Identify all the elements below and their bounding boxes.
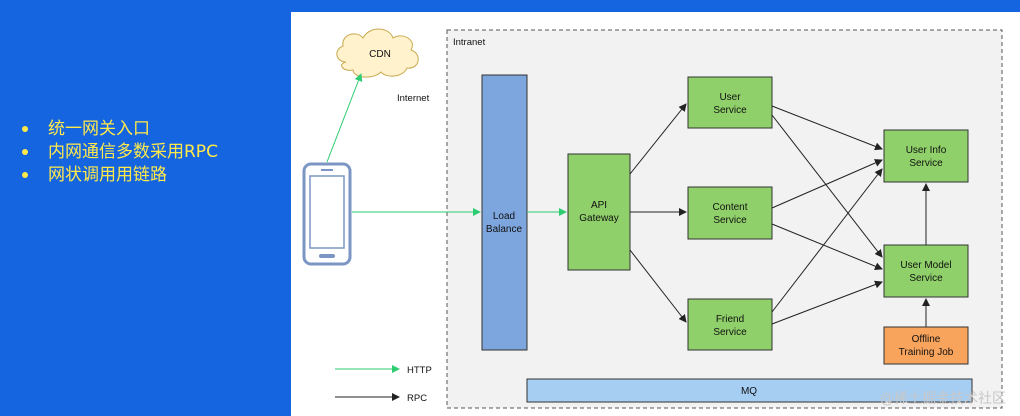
user-service-label-2: Service [713, 105, 747, 116]
bullet-dot [22, 172, 28, 178]
bullet-text: 网状调用用链路 [48, 165, 167, 185]
friend-service-to-user-info-arrow [771, 168, 883, 313]
architecture-diagram: Intranet CDN Internet Load Balance API G… [302, 28, 1003, 409]
phone-to-cdn-arrow [326, 73, 363, 163]
user-info-service-node: User Info Service [883, 129, 969, 183]
user-info-service-label-2: Service [909, 158, 943, 169]
friend-service-node: Friend Service [687, 298, 773, 351]
offline-training-job-label-2: Training Job [899, 347, 954, 358]
architecture-diagram-panel: Intranet CDN Internet Load Balance API G… [291, 12, 1020, 416]
api-gateway-label-2: Gateway [579, 213, 618, 224]
legend: HTTP RPC [335, 365, 432, 404]
load-balance-label-1: Load [493, 211, 515, 222]
api-gateway-node: API Gateway [567, 153, 631, 271]
bullet-dot [22, 126, 28, 132]
mq-label: MQ [741, 386, 757, 397]
bullet-item: 网状调用用链路 [20, 164, 218, 187]
offline-training-job-label-1: Offline [912, 334, 941, 345]
friend-service-label-2: Service [713, 327, 747, 338]
legend-rpc-label: RPC [407, 393, 427, 404]
internet-label: Internet [397, 93, 430, 104]
user-model-service-label-1: User Model [900, 260, 951, 271]
content-service-to-user-model-arrow [771, 223, 883, 271]
load-balance-label-2: Balance [486, 224, 523, 235]
cdn-label: CDN [369, 49, 391, 60]
content-service-to-user-info-arrow [771, 159, 883, 209]
content-service-label-1: Content [712, 202, 747, 213]
content-service-label-2: Service [713, 215, 747, 226]
user-service-to-user-model-arrow [771, 114, 883, 258]
bullet-item: 统一网关入口 [20, 118, 218, 141]
mq-node: MQ [526, 378, 973, 403]
phone-icon [302, 162, 352, 266]
content-service-node: Content Service [687, 186, 773, 240]
cdn-cloud: CDN [336, 28, 419, 78]
bullet-item: 内网通信多数采用RPC [20, 141, 218, 164]
watermark: @稀土掘金技术社区 [880, 391, 1006, 407]
load-balance-node: Load Balance [481, 74, 528, 351]
legend-http-label: HTTP [407, 365, 432, 376]
bullet-text: 统一网关入口 [48, 119, 150, 139]
user-model-service-label-2: Service [909, 273, 943, 284]
user-info-service-label-1: User Info [906, 145, 947, 156]
bullet-list: 统一网关入口 内网通信多数采用RPC 网状调用用链路 [20, 118, 218, 187]
offline-training-job-node: Offline Training Job [883, 326, 969, 365]
gateway-to-user-service-arrow [629, 103, 687, 175]
bullet-text: 内网通信多数采用RPC [48, 142, 218, 162]
user-service-node: User Service [687, 76, 773, 129]
user-service-label-1: User [719, 92, 741, 103]
friend-service-to-user-model-arrow [771, 280, 883, 325]
gateway-to-friend-service-arrow [629, 249, 687, 323]
intranet-label: Intranet [453, 37, 486, 48]
bullet-dot [22, 149, 28, 155]
api-gateway-label-1: API [591, 200, 607, 211]
friend-service-label-1: Friend [716, 314, 744, 325]
user-service-to-user-info-arrow [771, 105, 883, 151]
user-model-service-node: User Model Service [883, 244, 969, 298]
